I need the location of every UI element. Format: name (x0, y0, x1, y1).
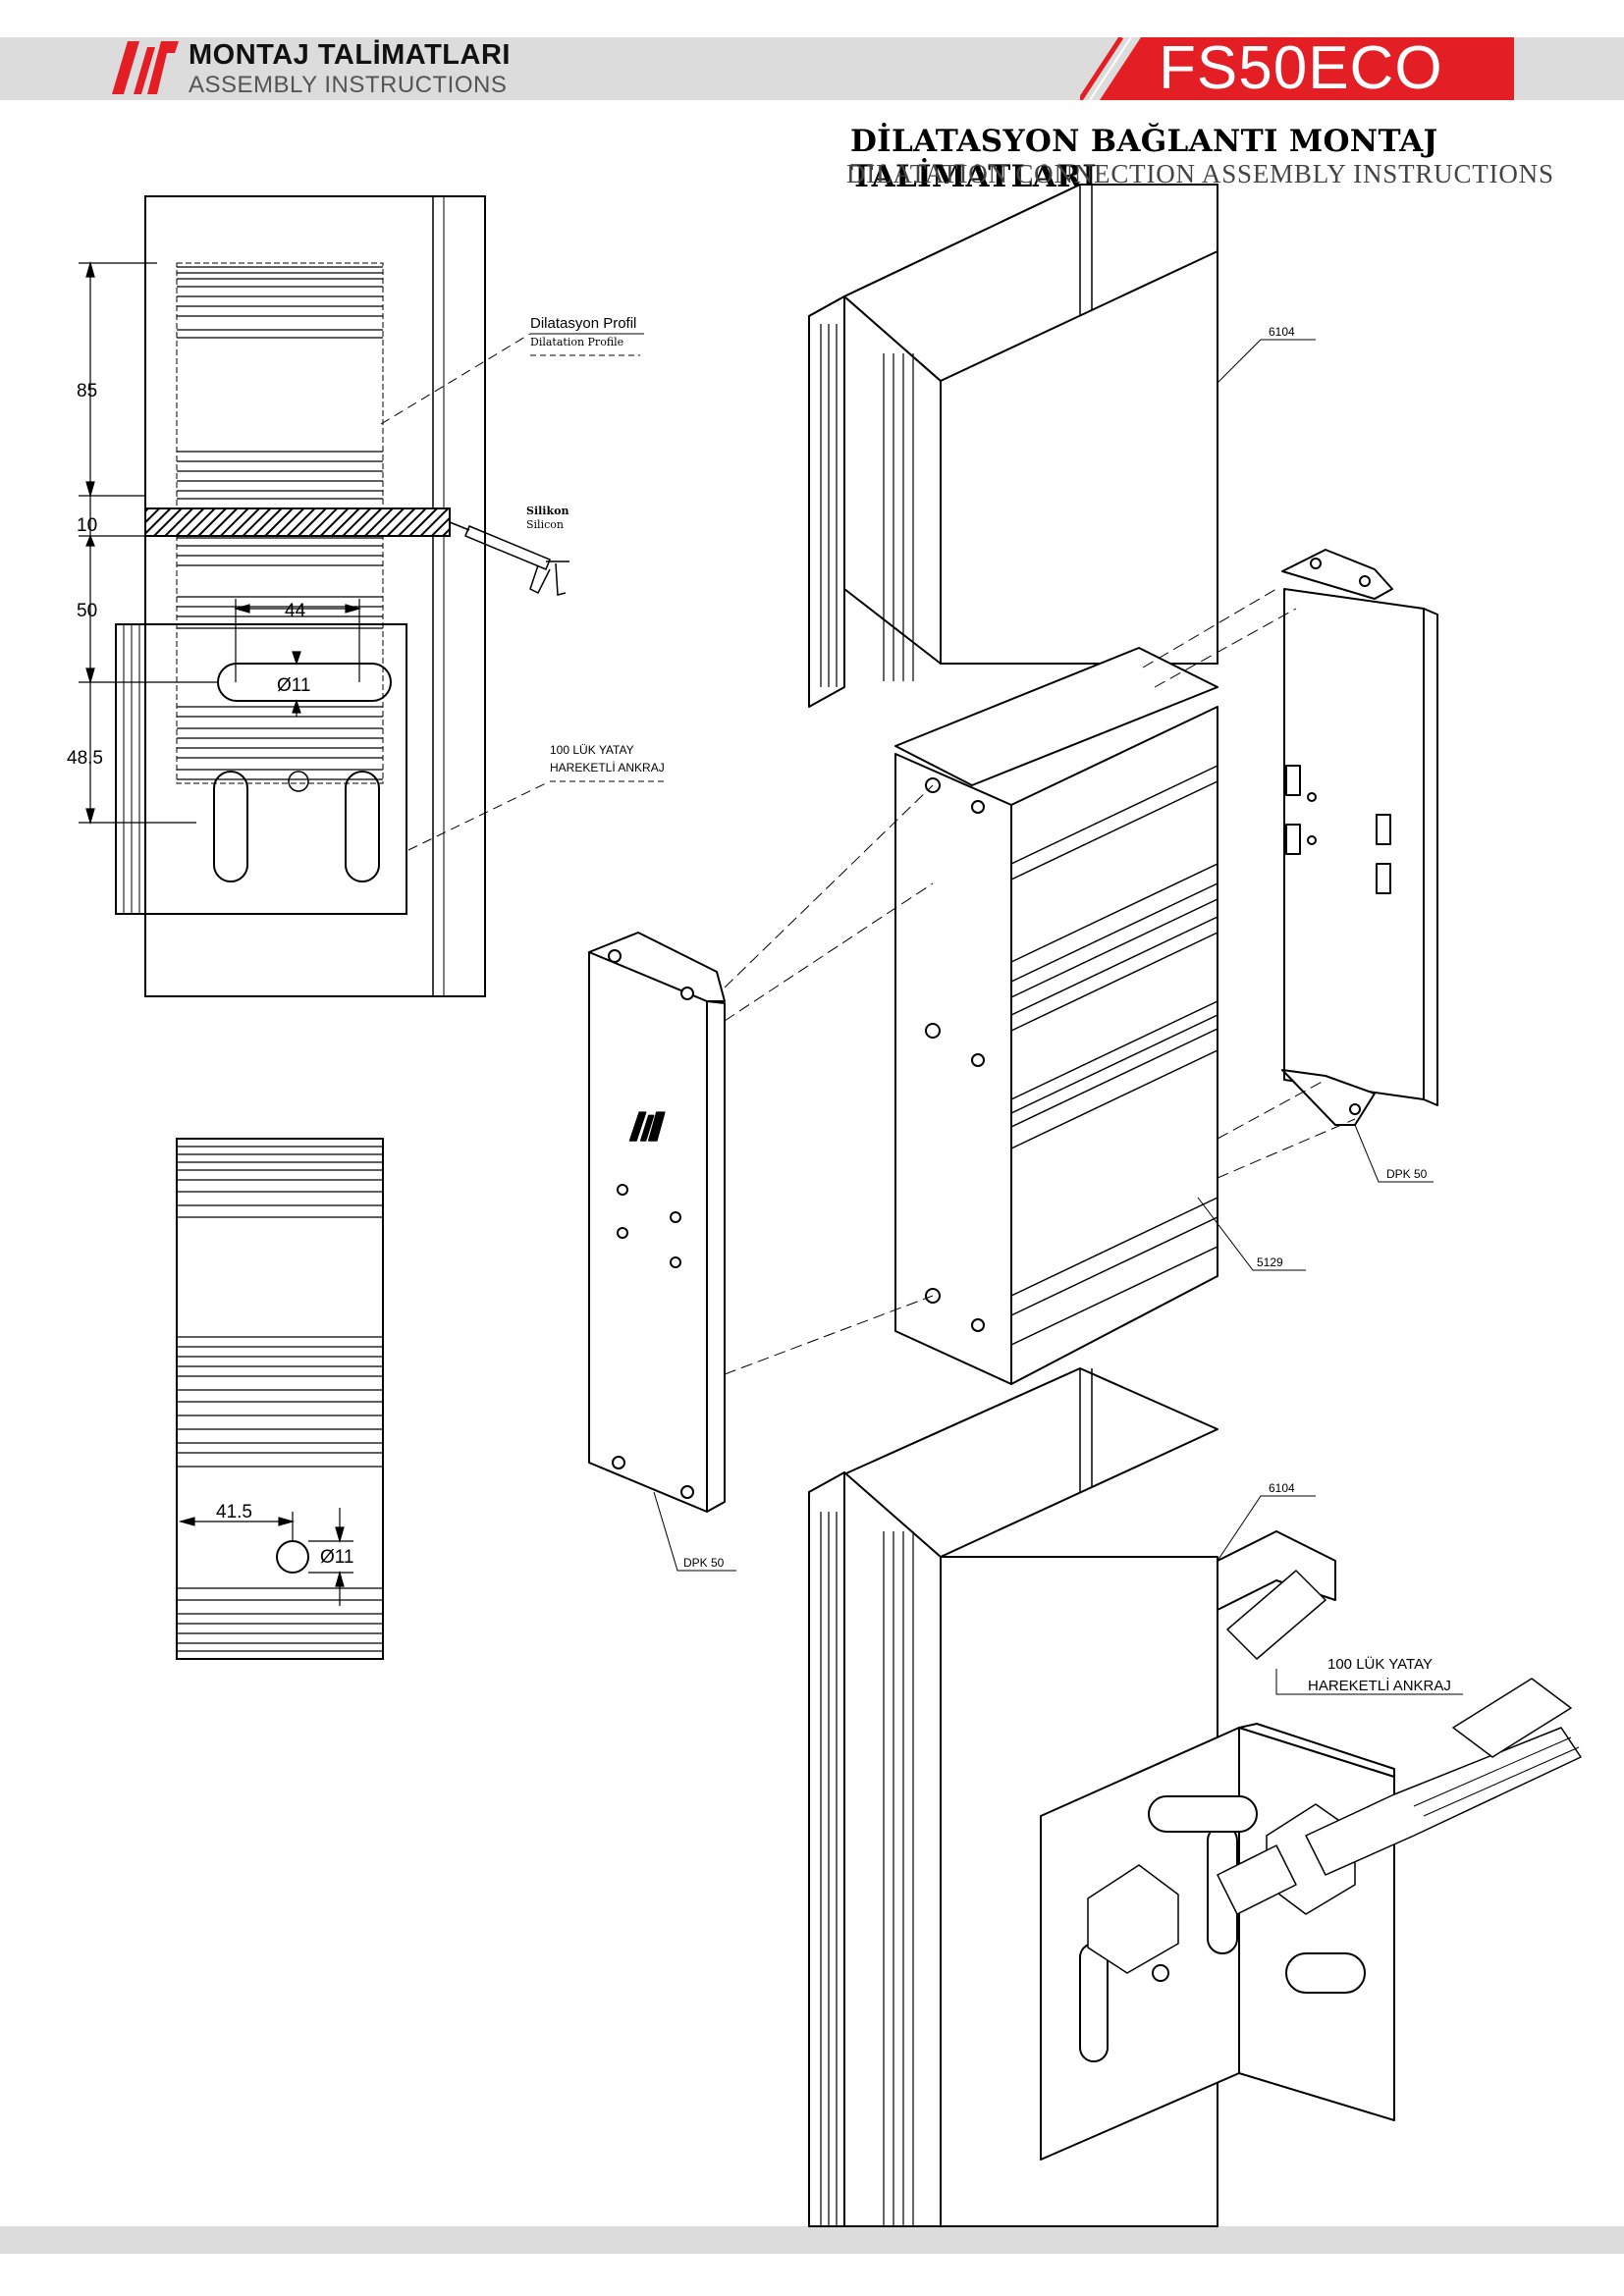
label-silicone-en: Silicon (526, 518, 564, 531)
header-title-en: ASSEMBLY INSTRUCTIONS (189, 72, 508, 98)
slot-left (213, 771, 248, 882)
label-anchor-exploded-line1: 100 LÜK YATAY (1327, 1655, 1433, 1673)
exploded-view (588, 184, 1582, 2227)
dim-85: 85 (77, 381, 97, 401)
company-logo (112, 41, 179, 94)
label-profile-6104-bottom: 6104 (1269, 1481, 1295, 1495)
label-anchor-line1: 100 LÜK YATAY (550, 743, 634, 757)
exploded-labels: 6104 5129 DPK 50 DPK 50 6104 100 LÜK YAT… (683, 325, 1451, 1694)
connector-5129 (894, 647, 1218, 1385)
dim-10: 10 (77, 515, 97, 536)
dim-dia11: Ø11 (277, 675, 311, 696)
section-view (79, 195, 569, 997)
dpk50-left (588, 932, 726, 1513)
product-code: FS50ECO (1159, 34, 1443, 102)
dim-50: 50 (77, 601, 97, 621)
detail-view (176, 1138, 384, 1660)
label-anchor-line2: HAREKETLİ ANKRAJ (550, 761, 665, 774)
silicone-gun (449, 521, 569, 596)
header-title-tr: MONTAJ TALİMATLARI (189, 39, 511, 71)
product-tag-banner (1080, 37, 1514, 100)
assembly-lines (724, 588, 1356, 1375)
label-dpk50-right: DPK 50 (1386, 1167, 1428, 1181)
label-dilatation-profile-tr: Dilatasyon Profil (530, 315, 636, 332)
dim-48-5: 48.5 (67, 748, 103, 769)
dim-44: 44 (285, 601, 306, 621)
slot-right (345, 771, 380, 882)
vertical-dimensions (79, 260, 218, 826)
footer-band (0, 2226, 1624, 2254)
section-dimension-texts: 85 10 50 48.5 44 Ø11 Dilatasyon Profil D… (67, 315, 665, 774)
label-dilatation-profile-en: Dilatation Profile (530, 336, 623, 348)
label-connector-5129: 5129 (1257, 1255, 1283, 1269)
dim-41-5: 41.5 (216, 1502, 252, 1522)
anchor-bracket (1040, 1530, 1582, 2161)
page-title: DİLATASYON BAĞLANTI MONTAJ TALİMATLARI (850, 124, 1438, 194)
dilatation-profile-ribs (176, 262, 384, 784)
label-dpk50-left: DPK 50 (683, 1556, 725, 1570)
dpk50-right (1281, 549, 1438, 1126)
dim-detail-dia11: Ø11 (320, 1547, 354, 1568)
silicone-joint (144, 507, 451, 537)
anchor-plate (115, 623, 407, 915)
profile-outline (144, 195, 486, 997)
profile-6104-top (808, 184, 1218, 708)
label-profile-6104-top: 6104 (1269, 325, 1295, 339)
label-silicone-tr: Silikon (526, 505, 568, 517)
label-anchor-exploded-line2: HAREKETLİ ANKRAJ (1308, 1677, 1451, 1694)
